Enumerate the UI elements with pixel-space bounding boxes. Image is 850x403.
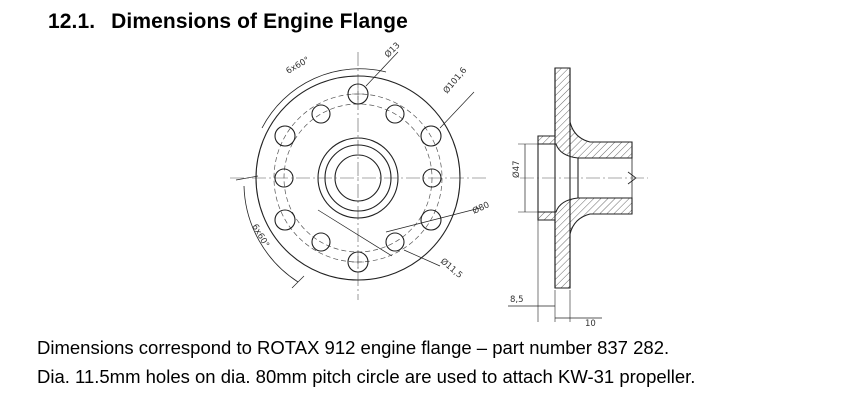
section-number: 12.1. — [48, 10, 96, 33]
hub-inner — [334, 154, 382, 202]
front-view — [230, 51, 488, 300]
label-dia-101-6: Ø101,6 — [441, 65, 469, 96]
holes-11-5 — [274, 104, 442, 252]
label-dia-13: Ø13 — [382, 40, 402, 60]
section-title: Dimensions of Engine Flange — [111, 10, 408, 33]
holes-13 — [274, 83, 442, 273]
angle-arc-left — [243, 185, 299, 283]
label-dia-11-5: Ø11,5 — [438, 256, 465, 281]
label-dia-80: Ø80 — [471, 199, 492, 216]
section-heading: 12.1. Dimensions of Engine Flange — [48, 10, 408, 34]
label-dim-8-5: 8,5 — [510, 295, 524, 305]
hub-outer — [317, 137, 399, 219]
label-angle-top: 6x60° — [285, 55, 312, 76]
hub-mid — [324, 144, 392, 212]
label-dia-47: Ø47 — [511, 160, 522, 178]
label-angle-left: 6x60° — [249, 223, 270, 250]
label-dim-10: 10 — [585, 319, 596, 329]
outer-flange-circle — [255, 75, 461, 281]
caption-line-2: Dia. 11.5mm holes on dia. 80mm pitch cir… — [37, 366, 696, 387]
side-section-view — [508, 67, 648, 322]
caption-line-1: Dimensions correspond to ROTAX 912 engin… — [37, 337, 670, 358]
angle-arc-top — [261, 68, 387, 129]
